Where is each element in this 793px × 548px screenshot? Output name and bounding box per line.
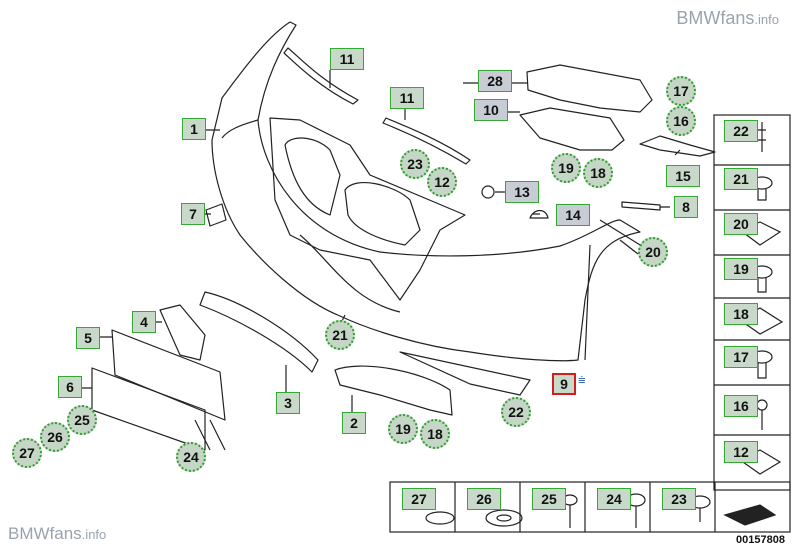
part-label-13[interactable]: 13 xyxy=(505,181,539,203)
watermark-bottom: BMWfans.info xyxy=(8,524,107,543)
part-8 xyxy=(621,201,661,211)
fog-grille xyxy=(334,365,453,416)
part-label-br-26[interactable]: 26 xyxy=(467,488,501,510)
trim-strip-lower xyxy=(382,117,471,165)
part-label-sp-12[interactable]: 12 xyxy=(724,441,758,463)
part-label-26[interactable]: 26 xyxy=(40,422,70,452)
part-label-sp-20[interactable]: 20 xyxy=(724,213,758,235)
part-label-22[interactable]: 22 xyxy=(501,397,531,427)
part-label-sp-22[interactable]: 22 xyxy=(724,120,758,142)
part-label-20[interactable]: 20 xyxy=(638,237,668,267)
bumper-cover xyxy=(211,21,641,362)
document-number: 00157808 xyxy=(736,534,785,546)
part-label-sp-21[interactable]: 21 xyxy=(724,168,758,190)
part-label-br-23[interactable]: 23 xyxy=(662,488,696,510)
part-label-23[interactable]: 23 xyxy=(400,149,430,179)
separator-symbol: ⩧ xyxy=(578,372,586,387)
part-15 xyxy=(639,135,716,157)
part-label-8[interactable]: 8 xyxy=(674,196,698,218)
part-label-24[interactable]: 24 xyxy=(176,442,206,472)
part-label-sp-16[interactable]: 16 xyxy=(724,395,758,417)
license-plate xyxy=(91,367,206,451)
part-label-16[interactable]: 16 xyxy=(666,106,696,136)
trim-9 xyxy=(399,351,531,396)
part-label-br-27[interactable]: 27 xyxy=(402,488,436,510)
bracket-upper xyxy=(526,64,653,113)
part-label-sp-18[interactable]: 18 xyxy=(724,303,758,325)
license-plate-base xyxy=(111,329,226,421)
trim-strip-upper xyxy=(283,47,359,105)
part-label-2[interactable]: 2 xyxy=(342,412,366,434)
part-label-sp-17[interactable]: 17 xyxy=(724,346,758,368)
part-label-19b[interactable]: 19 xyxy=(388,414,418,444)
part-label-sp-19[interactable]: 19 xyxy=(724,258,758,280)
part-label-27[interactable]: 27 xyxy=(12,438,42,468)
bottom-panel xyxy=(389,481,791,533)
part-label-12[interactable]: 12 xyxy=(427,167,457,197)
watermark-top: BMWfans.info xyxy=(676,8,779,28)
part-label-7[interactable]: 7 xyxy=(181,203,205,225)
part-label-17[interactable]: 17 xyxy=(666,76,696,106)
part-label-6[interactable]: 6 xyxy=(58,376,82,398)
part-label-19a[interactable]: 19 xyxy=(551,153,581,183)
part-label-11b[interactable]: 11 xyxy=(390,87,424,109)
part-label-10[interactable]: 10 xyxy=(474,99,508,121)
fog-cover xyxy=(159,304,206,361)
lower-grille xyxy=(199,291,319,373)
part-label-5[interactable]: 5 xyxy=(76,327,100,349)
part-label-21[interactable]: 21 xyxy=(325,320,355,350)
part-label-br-24[interactable]: 24 xyxy=(597,488,631,510)
part-label-9[interactable]: 9 xyxy=(552,373,576,395)
part-7 xyxy=(205,203,227,227)
part-label-18a[interactable]: 18 xyxy=(583,158,613,188)
part-label-br-25[interactable]: 25 xyxy=(532,488,566,510)
part-label-3[interactable]: 3 xyxy=(276,392,300,414)
part-label-15[interactable]: 15 xyxy=(666,165,700,187)
part-label-4[interactable]: 4 xyxy=(132,311,156,333)
part-label-11a[interactable]: 11 xyxy=(330,48,364,70)
bracket-lower xyxy=(519,107,625,151)
part-label-25[interactable]: 25 xyxy=(67,405,97,435)
side-panel xyxy=(713,114,791,491)
part-label-18b[interactable]: 18 xyxy=(420,419,450,449)
part-label-28[interactable]: 28 xyxy=(478,70,512,92)
grille-frame xyxy=(269,117,466,301)
part-label-1[interactable]: 1 xyxy=(182,118,206,140)
part-label-14[interactable]: 14 xyxy=(556,204,590,226)
